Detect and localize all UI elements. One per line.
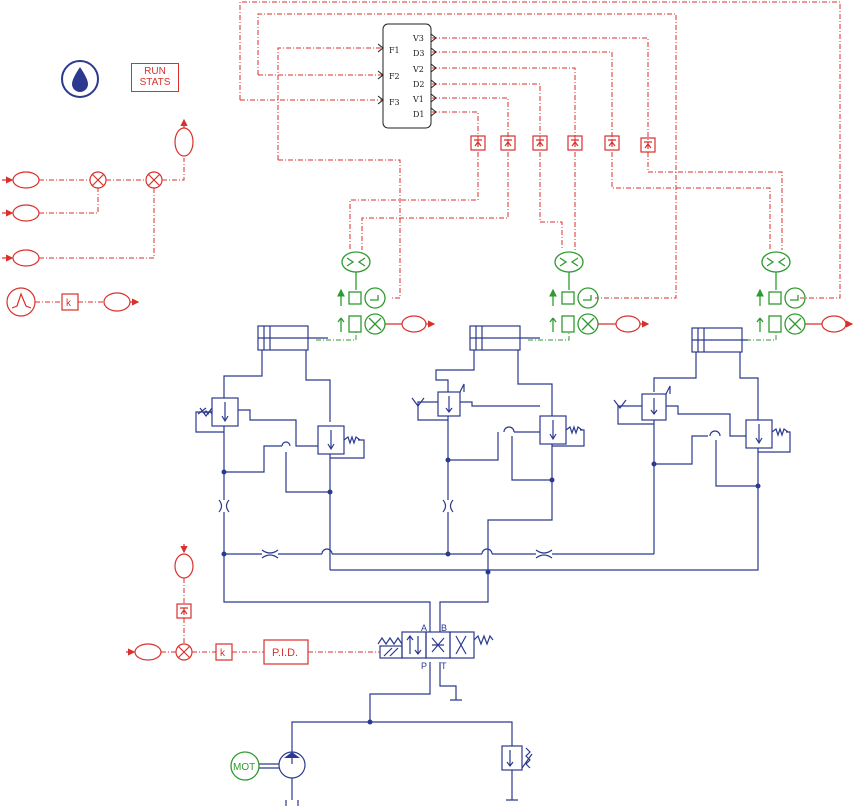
mux-input-label: F3	[389, 98, 400, 107]
pid-label: P.I.D.	[272, 647, 298, 659]
actuator-column-2[interactable]	[469, 251, 650, 351]
mux-input-label: F2	[389, 72, 400, 81]
signal-mux-block[interactable]	[377, 23, 437, 129]
valve-port-t: T	[441, 661, 447, 671]
left-signal-chain	[2, 118, 194, 317]
actuator-column-3[interactable]	[691, 251, 853, 353]
signal-wiring-top	[239, 1, 841, 299]
directional-control-valve[interactable]	[377, 631, 494, 659]
mux-output-label: V3	[412, 34, 424, 43]
run-stats-label-line2: STATS	[139, 77, 171, 88]
motor[interactable]	[230, 751, 260, 781]
pid-control-chain	[126, 544, 380, 665]
mux-output-label: V1	[412, 95, 424, 104]
mux-output-label: D1	[413, 110, 425, 119]
valve-port-p: P	[421, 661, 427, 671]
mux-output-label: D2	[413, 80, 425, 89]
run-stats-label-line1: RUN	[144, 66, 166, 77]
motor-label: MOT	[233, 762, 255, 773]
gain-label: k	[220, 648, 226, 659]
gain-label: k	[66, 298, 72, 309]
valve-port-b: B	[441, 623, 447, 633]
mux-input-label: F1	[389, 46, 400, 55]
gain-blocks-row[interactable]	[470, 135, 656, 153]
fluid-drop-icon[interactable]	[61, 60, 99, 98]
run-stats-button[interactable]: RUN STATS	[131, 63, 179, 92]
mux-output-label: V2	[412, 65, 424, 74]
actuator-column-1[interactable]	[257, 251, 436, 351]
valve-port-a: A	[421, 623, 427, 633]
mux-output-label: D3	[413, 49, 425, 58]
hydraulic-network	[195, 350, 791, 806]
